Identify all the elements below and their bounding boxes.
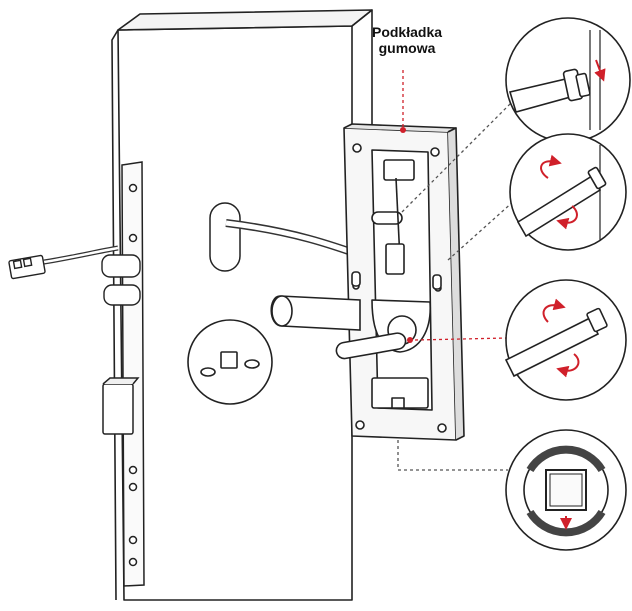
gasket-label-line1: Podkładka xyxy=(371,24,443,40)
cable-connector xyxy=(8,245,141,306)
mortise-faceplate xyxy=(102,161,145,587)
gasket-label-line2: gumowa xyxy=(378,40,436,56)
leader-lines xyxy=(397,70,516,471)
detail-circle-rotate-1 xyxy=(509,133,627,251)
lever-handle xyxy=(270,295,407,360)
door-cutout-slot xyxy=(209,202,382,272)
detail-circle-spindle xyxy=(505,429,627,551)
lock-back-plate xyxy=(343,123,465,441)
hub-marker xyxy=(407,337,413,343)
detail-circle-rotate-2 xyxy=(504,279,627,401)
gasket-marker xyxy=(400,127,406,133)
detail-circle-bolt xyxy=(505,17,631,143)
rosette xyxy=(187,319,273,405)
door xyxy=(111,9,373,601)
gasket-callout-label: Podkładka gumowa xyxy=(352,24,462,56)
